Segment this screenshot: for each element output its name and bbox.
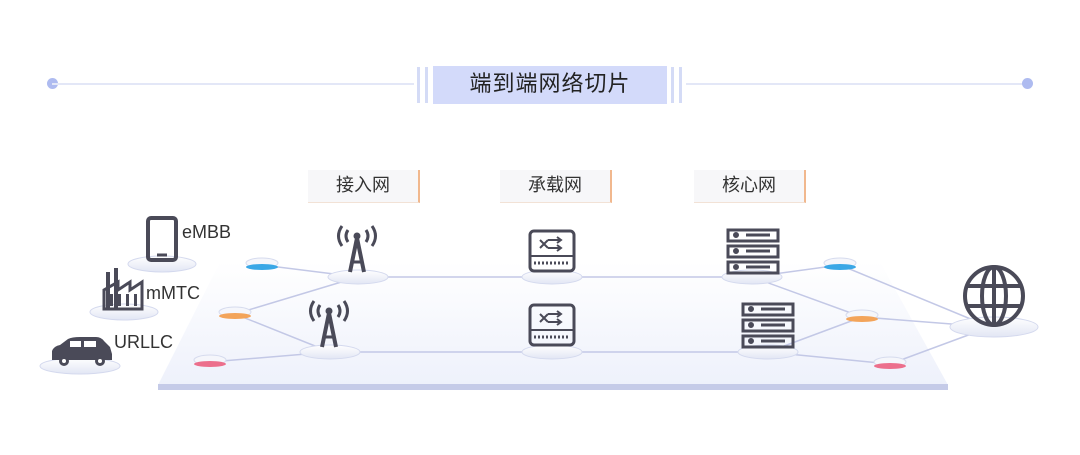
switch-icon	[528, 229, 576, 273]
title-rule-dot-right	[1022, 78, 1033, 89]
slice-node-mmtc	[218, 306, 252, 319]
core-server-top	[721, 228, 783, 285]
title-rule-right	[686, 83, 1028, 85]
slice-node-mmtc-core	[845, 309, 879, 322]
title-bar-deco	[679, 67, 682, 103]
slice-node-embb	[245, 257, 279, 270]
factory-icon	[102, 268, 144, 311]
title-bar-deco	[671, 67, 674, 103]
server-rack-icon	[726, 228, 780, 275]
title-rule-left	[52, 83, 414, 85]
mmtc-device	[89, 268, 159, 321]
device-label-mmtc: mMTC	[146, 283, 200, 303]
phone-icon	[146, 216, 178, 262]
antenna-tower-icon	[337, 225, 377, 273]
server-rack-icon	[741, 302, 795, 349]
urllc-device	[39, 337, 121, 375]
page-title: 端到端网络切片	[433, 66, 667, 104]
car-icon	[52, 337, 112, 366]
globe-icon	[963, 265, 1025, 327]
access-tower-top	[327, 225, 389, 285]
title-bar-deco	[425, 67, 428, 103]
slice-node-embb-core	[823, 257, 857, 270]
slice-node-urllc-core	[873, 356, 907, 369]
switch-icon	[528, 303, 576, 347]
antenna-tower-icon	[309, 300, 349, 348]
transport-switch-top	[521, 229, 583, 285]
core-server-bottom	[737, 302, 799, 360]
access-tower-bottom	[299, 300, 361, 360]
embb-device	[127, 216, 197, 273]
layer-tag-transport: 承载网	[500, 170, 612, 203]
layer-tag-access: 接入网	[308, 170, 420, 203]
device-label-urllc: URLLC	[114, 332, 174, 352]
internet-node	[949, 265, 1039, 338]
slice-node-urllc	[193, 354, 227, 367]
title-bar-deco	[417, 67, 420, 103]
layer-tag-core: 核心网	[694, 170, 806, 203]
transport-switch-bottom	[521, 303, 583, 360]
device-label-embb: eMBB	[182, 222, 232, 242]
